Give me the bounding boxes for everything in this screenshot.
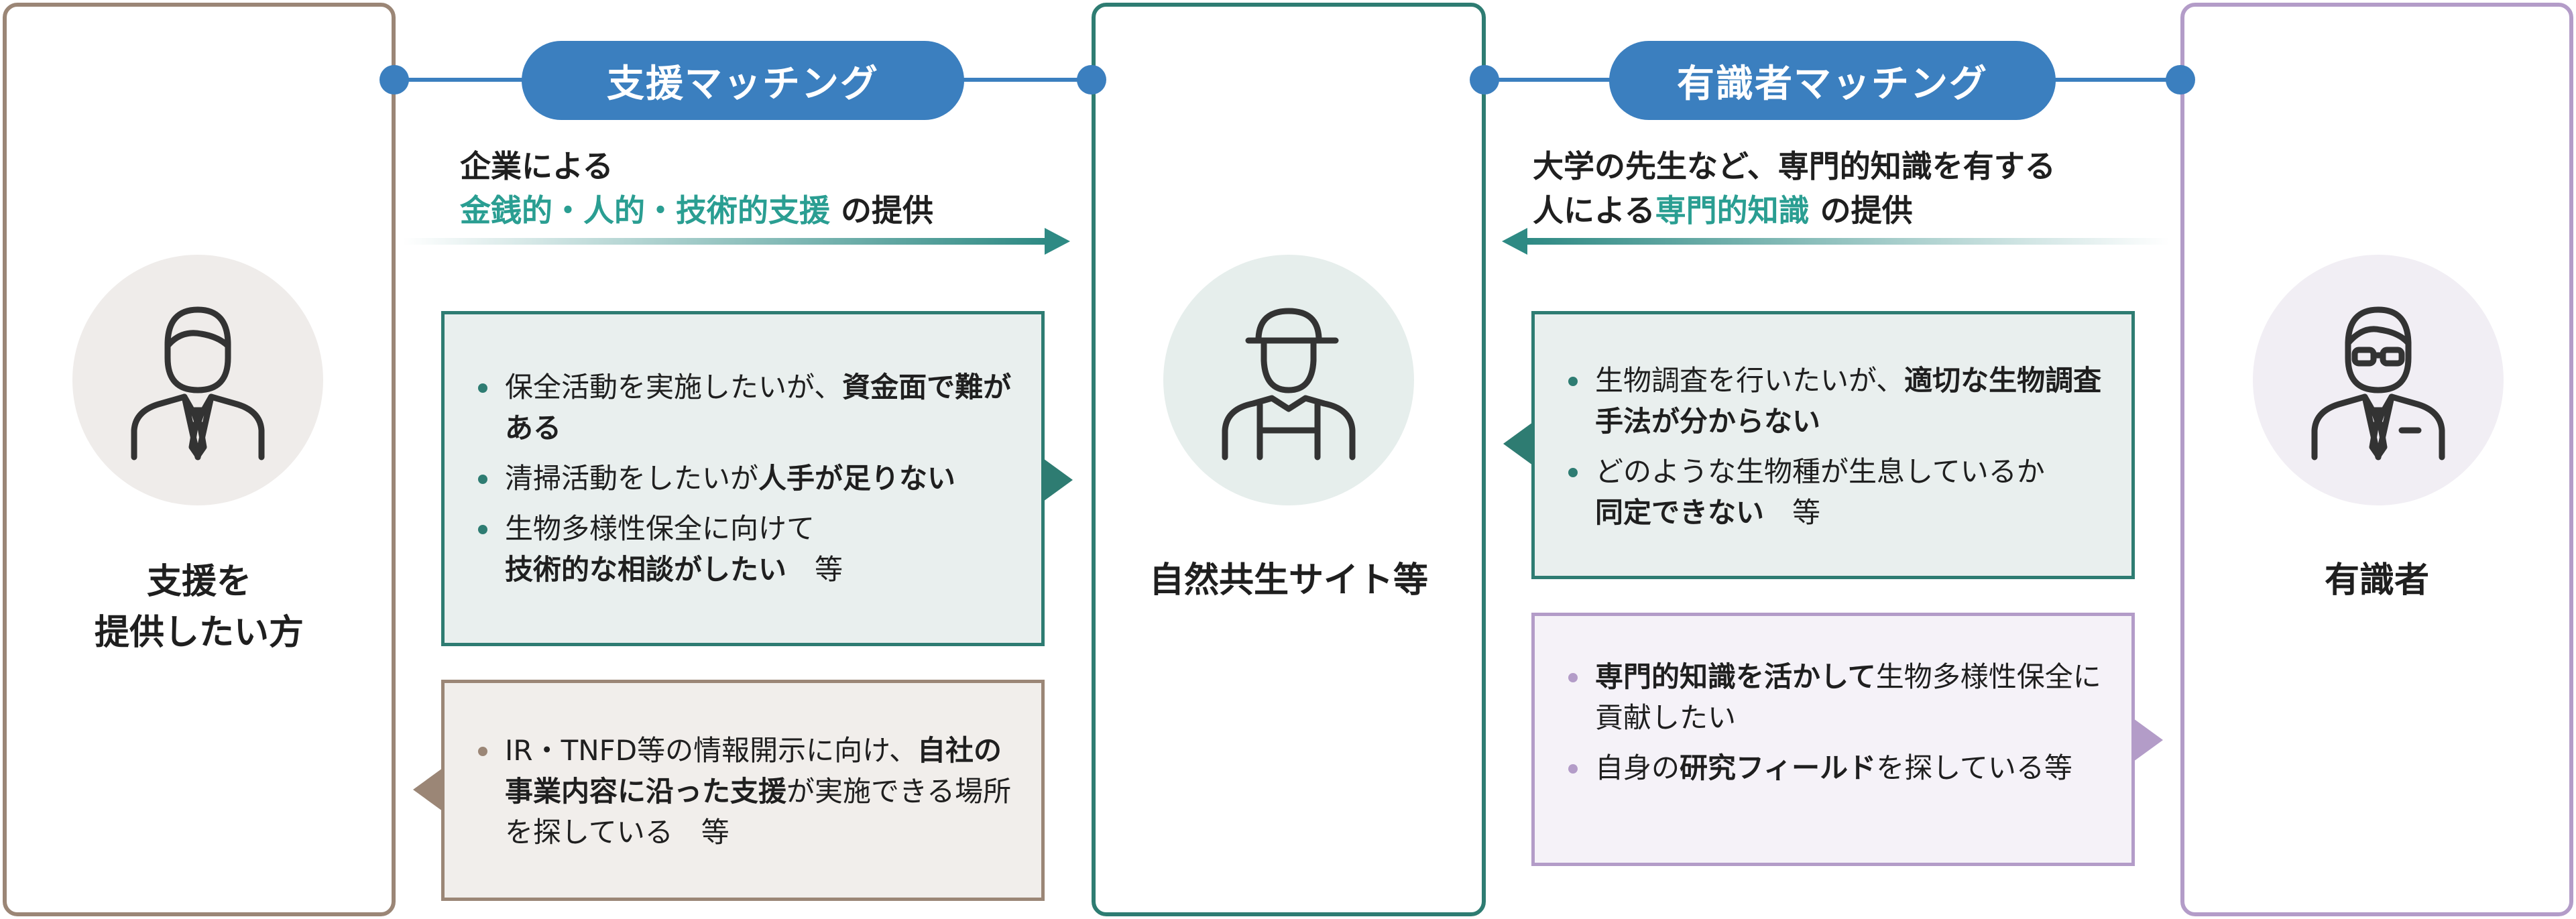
support-matching-title: 支援マッチング: [522, 41, 964, 120]
worker-cap-icon: [1163, 255, 1414, 505]
list-item: 生物調査を行いたいが、適切な生物調査手法が分からない: [1564, 360, 2105, 442]
expert-connector-dot-left: [1470, 65, 1499, 95]
expert-flow-text: 大学の先生など、専門的知識を有する 人による専門的知識 の提供: [1533, 148, 2056, 229]
support-connector-dot-left: [379, 65, 409, 95]
site-needs-expert-box: 生物調査を行いたいが、適切な生物調査手法が分からない どのような生物種が生息して…: [1531, 311, 2135, 579]
expert-needs-box: 専門的知識を活かして生物多様性保全に貢献したい 自身の研究フィールドを探している…: [1531, 613, 2135, 866]
expert-glasses-icon: [2253, 255, 2504, 505]
expert-flow-arrow: [1502, 228, 2170, 255]
site-needs-expert-pointer: [1503, 422, 1533, 465]
site-needs-support-box: 保全活動を実施したいが、資金面で難がある 清掃活動をしたいが人手が足りない 生物…: [441, 311, 1045, 646]
site-needs-support-pointer: [1043, 458, 1073, 501]
list-item: 生物多様性保全に向けて技術的な相談がしたい 等: [474, 508, 1014, 590]
provider-needs-box: IR・TNFD等の情報開示に向け、自社の事業内容に沿った支援が実施できる場所を探…: [441, 680, 1045, 901]
list-item: IR・TNFD等の情報開示に向け、自社の事業内容に沿った支援が実施できる場所を探…: [474, 730, 1014, 853]
list-item: 自身の研究フィールドを探している等: [1564, 747, 2105, 788]
expert-connector-dot-right: [2166, 65, 2195, 95]
support-flow-text: 企業による 金銭的・人的・技術的支援 の提供: [460, 148, 934, 229]
list-item: 専門的知識を活かして生物多様性保全に貢献したい: [1564, 656, 2105, 738]
expert-needs-pointer: [2133, 719, 2163, 761]
list-item: 保全活動を実施したいが、資金面で難がある: [474, 367, 1014, 448]
expert-label: 有識者: [2324, 560, 2429, 601]
support-connector-dot-right: [1077, 65, 1106, 95]
provider-needs-pointer: [413, 768, 443, 811]
list-item: 清掃活動をしたいが人手が足りない: [474, 458, 1014, 499]
provider-label: 支援を 提供したい方: [94, 562, 304, 653]
site-label: 自然共生サイト等: [1149, 560, 1428, 601]
expert-matching-title: 有識者マッチング: [1609, 41, 2056, 120]
businessman-icon: [72, 255, 323, 505]
support-flow-arrow: [402, 228, 1070, 255]
list-item: どのような生物種が生息しているか同定できない 等: [1564, 451, 2105, 533]
